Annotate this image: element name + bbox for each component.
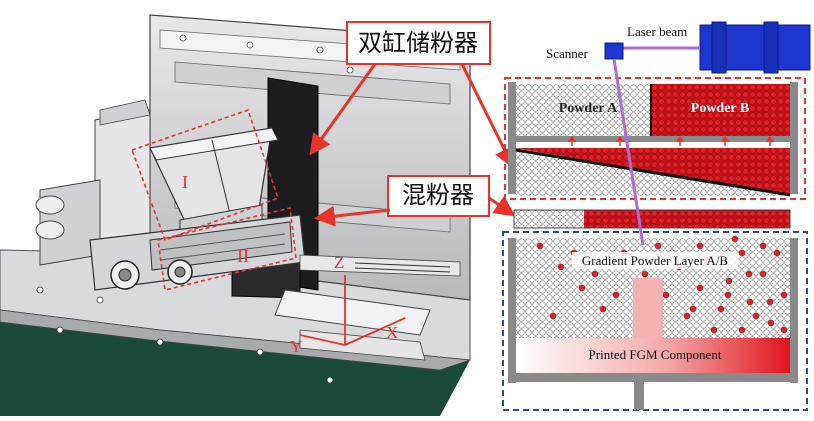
- axis-x-label: X: [386, 323, 398, 342]
- printed-component-label: Printed FGM Component: [589, 347, 722, 362]
- scanner-box: [604, 42, 624, 60]
- laser-beam-label: Laser beam: [627, 24, 687, 39]
- scanner-label: Scanner: [546, 46, 589, 61]
- mixer-arrow-left: [313, 205, 391, 227]
- build-chamber-outline: [502, 231, 808, 411]
- gradient-layer-label: Gradient Powder Layer A/B: [582, 253, 729, 268]
- powder-a-label: Powder A: [559, 101, 618, 116]
- callout-mixer-text: 混粉器: [402, 181, 474, 209]
- axis-indicator: Z Y X: [290, 253, 406, 356]
- machine-drawing: I II Z Y X: [0, 14, 471, 416]
- beam-to-bed: [612, 58, 645, 246]
- reservoir-outline: [504, 77, 806, 200]
- powder-b-area: [651, 84, 790, 136]
- axis-z-label: Z: [334, 253, 344, 272]
- build-platform: [516, 373, 790, 382]
- callout-dual-cylinder: 双缸储粉器: [309, 21, 514, 169]
- mixer-arrow-right: [488, 195, 516, 217]
- region-1-label: I: [182, 172, 188, 192]
- schematic: Laser beam Scanner Powder A Powder B: [502, 21, 811, 411]
- red-powder-particles: [536, 235, 788, 334]
- powder-b-label: Powder B: [691, 101, 749, 116]
- region-2-outline: [157, 207, 297, 291]
- powder-a-area: [516, 84, 651, 136]
- axis-y-label: Y: [290, 337, 302, 356]
- callout-dual-cylinder-text: 双缸储粉器: [358, 29, 478, 57]
- callout-arrow-right: [460, 63, 514, 169]
- callout-arrow-left: [309, 63, 377, 156]
- region-2-label: II: [237, 246, 249, 266]
- callout-mixer: 混粉器: [313, 175, 516, 227]
